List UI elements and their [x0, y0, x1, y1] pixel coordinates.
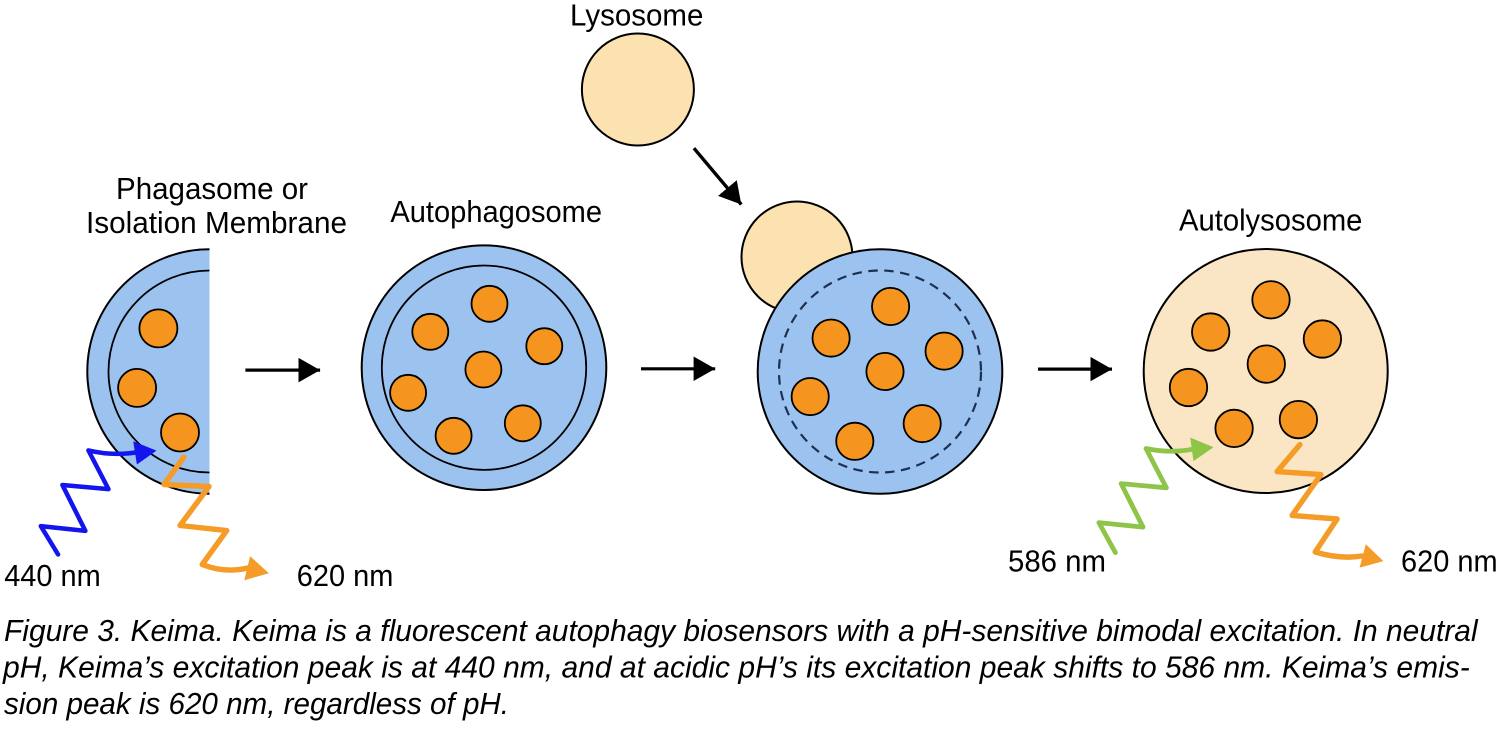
svg-text:Autolysosome: Autolysosome	[1179, 203, 1362, 238]
svg-text:440 nm: 440 nm	[4, 558, 101, 593]
svg-text:Figure 3. Keima. Keima is a fl: Figure 3. Keima. Keima is a fluorescent …	[4, 613, 1479, 648]
svg-text:620 nm: 620 nm	[1401, 543, 1498, 578]
svg-text:Autophagosome: Autophagosome	[390, 194, 602, 229]
svg-text:586 nm: 586 nm	[1008, 543, 1106, 578]
svg-text:Lysosome: Lysosome	[570, 0, 703, 33]
svg-text:sion peak is 620 nm, regardles: sion peak is 620 nm, regardless of pH.	[4, 686, 509, 721]
svg-text:Phagasome or: Phagasome or	[116, 171, 308, 206]
svg-text:620 nm: 620 nm	[297, 558, 394, 593]
svg-text:pH, Keima’s excitation peak is: pH, Keima’s excitation peak is at 440 nm…	[2, 650, 1470, 685]
svg-text:Isolation Membrane: Isolation Membrane	[86, 205, 347, 240]
